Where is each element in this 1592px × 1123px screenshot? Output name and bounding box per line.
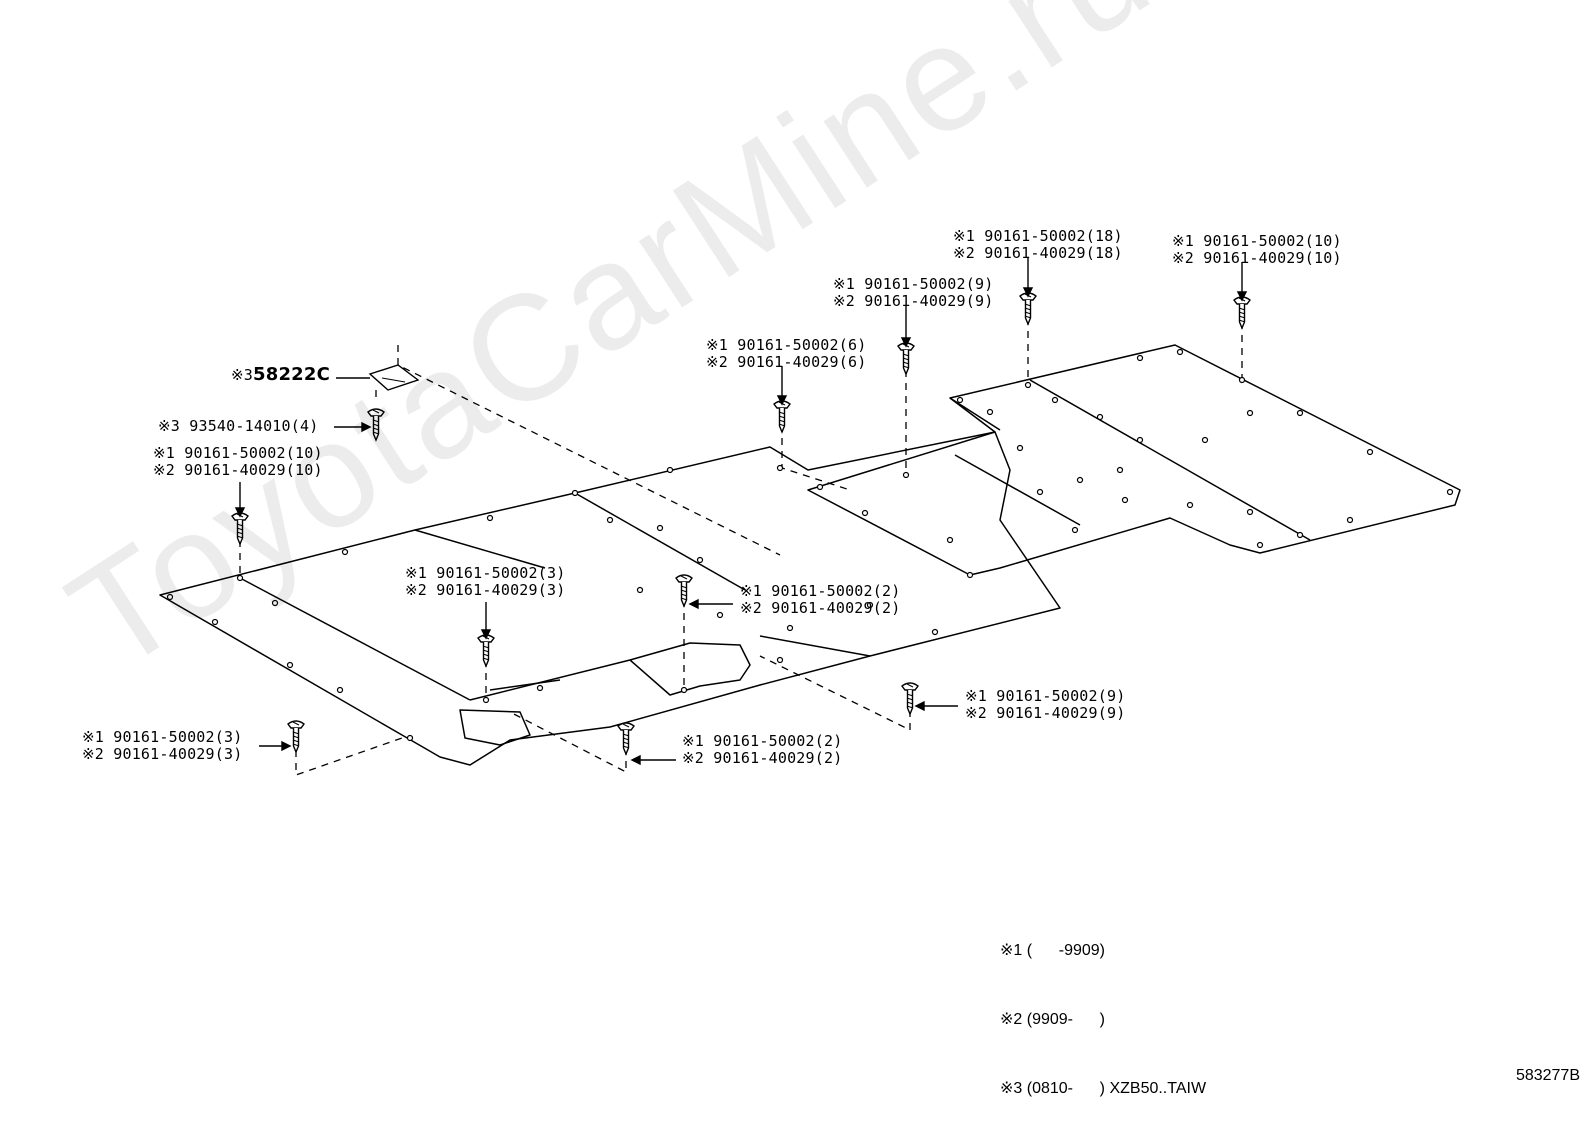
callout-line: ※2 90161-40029(3) (82, 745, 243, 763)
legend-item: ※2 (9909- ) (1000, 1011, 1105, 1028)
screw-icon (1019, 292, 1037, 325)
legend-item: ※3 (0810- ) XZB50..TAIW (1000, 1080, 1207, 1097)
callout-bottom-left-3: ※1 90161-50002(3) ※2 90161-40029(3) (82, 729, 242, 763)
callout-line: ※1 90161-50002(2) (682, 732, 843, 750)
callout-line: ※2 90161-40029(3) (405, 581, 566, 599)
screw-icon (675, 574, 693, 607)
callout-line: ※1 90161-50002(9) (833, 275, 994, 293)
screw-icon (231, 512, 249, 545)
callout-top-6: ※1 90161-50002(6) ※2 90161-40029(6) (706, 337, 866, 371)
callout-center-2: ※1 90161-50002(2) ※2 90161-40029(2) (740, 583, 900, 617)
bracket-58222c (368, 364, 420, 391)
screw-icon (773, 400, 791, 433)
callout-line: ※1 90161-50002(9) (965, 687, 1126, 705)
callout-line: ※1 90161-50002(2) (740, 582, 901, 600)
callout-line: ※2 90161-40029(9) (965, 704, 1126, 722)
callout-right-9: ※1 90161-50002(9) ※2 90161-40029(9) (965, 688, 1125, 722)
callout-top-9: ※1 90161-50002(9) ※2 90161-40029(9) (833, 276, 993, 310)
callout-center-3: ※1 90161-50002(3) ※2 90161-40029(3) (405, 565, 565, 599)
callout-left-10: ※1 90161-50002(10) ※2 90161-40029(10) (153, 445, 323, 479)
callout-line: ※2 90161-40029(2) (740, 599, 901, 617)
callout-line: ※1 90161-50002(3) (405, 564, 566, 582)
callout-line: ※2 90161-40029(2) (682, 749, 843, 767)
callout-line: ※2 90161-40029(9) (833, 292, 994, 310)
part-number: 58222C (253, 364, 331, 385)
callout-line: ※2 90161-40029(6) (706, 353, 867, 371)
rear-floor-panel (807, 344, 1461, 576)
callout-bolt: ※3 93540-14010(4) (158, 418, 318, 435)
front-floor-panel (159, 431, 1061, 766)
legend-item: ※1 ( -9909) (1000, 942, 1105, 959)
callout-line: ※1 90161-50002(10) (153, 444, 323, 462)
callout-line: ※1 90161-50002(10) (1172, 232, 1342, 250)
diagram-code: 583277B (1515, 1067, 1580, 1084)
callout-bracket: ※358222C (231, 366, 330, 384)
screw-icon (617, 722, 635, 755)
callout-top-18: ※1 90161-50002(18) ※2 90161-40029(18) (953, 228, 1123, 262)
callout-line: ※3 93540-14010(4) (158, 417, 319, 435)
callout-line: ※2 90161-40029(18) (953, 244, 1123, 262)
screw-icon (287, 720, 305, 753)
floor-panel-diagram (159, 258, 1461, 776)
screw-icon (901, 682, 919, 715)
callout-prefix: ※3 (231, 366, 253, 384)
callout-line: ※1 90161-50002(3) (82, 728, 243, 746)
callout-line: ※2 90161-40029(10) (1172, 249, 1342, 267)
callout-line: ※1 90161-50002(6) (706, 336, 867, 354)
screw-icon (477, 634, 495, 667)
callout-line: ※1 90161-50002(18) (953, 227, 1123, 245)
callout-line: ※2 90161-40029(10) (153, 461, 323, 479)
screw-icon (367, 408, 385, 441)
screw-icon (897, 342, 915, 375)
legend: ※1 ( -9909) ※2 (9909- ) ※3 (0810- ) XZB5… (1000, 893, 1206, 1123)
callout-bottom-2: ※1 90161-50002(2) ※2 90161-40029(2) (682, 733, 842, 767)
callout-right-10: ※1 90161-50002(10) ※2 90161-40029(10) (1172, 233, 1342, 267)
screw-icon (1233, 296, 1251, 329)
